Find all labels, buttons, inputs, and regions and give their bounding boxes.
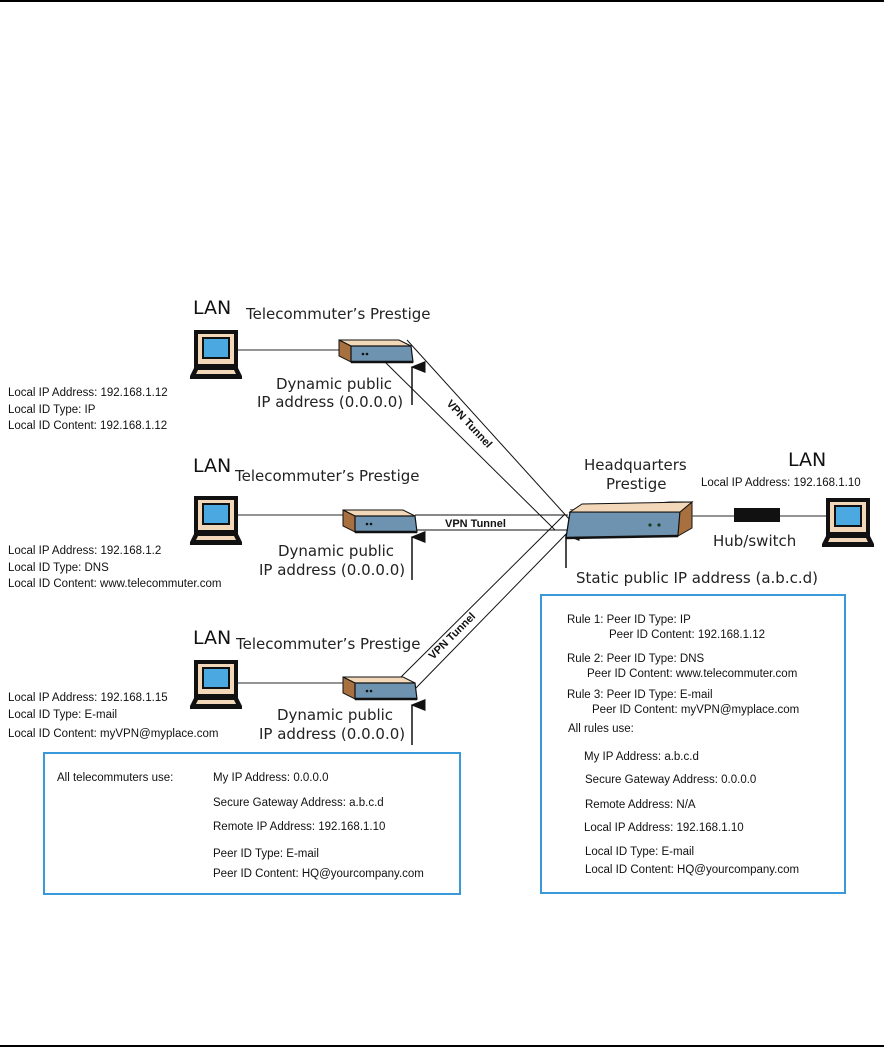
telecommuter-box-line: Peer ID Type: E-mail — [213, 848, 319, 860]
tunnel-label-2: VPN Tunnel — [445, 518, 506, 530]
device-label-1: Telecommuter’s Prestige — [246, 305, 431, 323]
telecommuter-box-line: Peer ID Content: HQ@yourcompany.com — [213, 868, 424, 880]
local-ip-1: Local IP Address: 192.168.1.12 — [8, 387, 168, 399]
tunnel-label-3: VPN Tunnel — [427, 611, 479, 663]
hq-box-line: Local ID Type: E-mail — [585, 846, 695, 858]
local-ip-3: Local IP Address: 192.168.1.15 — [8, 692, 168, 704]
public-ip-line2-2: IP address (0.0.0.0) — [259, 561, 406, 579]
laptop-icon-3 — [190, 660, 242, 709]
public-ip-line2-1: IP address (0.0.0.0) — [257, 393, 404, 411]
vpn-tunnel-1 — [384, 339, 571, 531]
local-id-content-1: Local ID Content: 192.168.1.12 — [8, 420, 168, 432]
hq-settings-box: Rule 1: Peer ID Type: IP Peer ID Content… — [540, 594, 846, 894]
hq-static-ip: Static public IP address (a.b.c.d) — [576, 569, 818, 587]
hub-switch-icon — [734, 508, 780, 522]
vpn-tunnel-2 — [415, 514, 568, 531]
page-top-rule — [0, 0, 884, 2]
hq-box-line: Remote Address: N/A — [585, 799, 696, 811]
hq-rule-type: Rule 3: Peer ID Type: E-mail — [567, 689, 713, 701]
laptop-icon-1 — [190, 330, 242, 379]
telecommuter-box-line: Remote IP Address: 192.168.1.10 — [213, 821, 386, 833]
hq-rule-content: Peer ID Content: 192.168.1.12 — [609, 629, 765, 641]
hq-rule-type: Rule 1: Peer ID Type: IP — [567, 614, 691, 626]
public-ip-line2-3: IP address (0.0.0.0) — [259, 725, 406, 743]
hq-box-line: Secure Gateway Address: 0.0.0.0 — [585, 774, 757, 786]
hq-all-rules-heading: All rules use: — [568, 723, 634, 735]
local-id-content-3: Local ID Content: myVPN@myplace.com — [8, 728, 219, 740]
local-id-type-1: Local ID Type: IP — [8, 404, 96, 416]
page-bottom-rule — [0, 1045, 884, 1047]
public-ip-line1-1: Dynamic public — [276, 375, 393, 393]
tunnel-label-1: VPN Tunnel — [444, 398, 494, 451]
local-id-content-2: Local ID Content: www.telecommuter.com — [8, 578, 222, 590]
lan-label-3: LAN — [193, 627, 232, 649]
hq-box-line: My IP Address: a.b.c.d — [584, 751, 699, 763]
hq-local-ip: Local IP Address: 192.168.1.10 — [701, 477, 861, 489]
telecommuter-settings-box: All telecommuters use: My IP Address: 0.… — [43, 752, 461, 895]
hq-rule-content: Peer ID Content: www.telecommuter.com — [587, 668, 798, 680]
hq-lan-label: LAN — [788, 449, 827, 471]
hq-box-line: Local ID Content: HQ@yourcompany.com — [585, 864, 800, 876]
router-icon-1 — [337, 338, 415, 364]
public-ip-line1-2: Dynamic public — [278, 542, 395, 560]
telecommuter-box-heading: All telecommuters use: — [57, 772, 174, 784]
router-icon-2 — [341, 508, 419, 534]
public-ip-line1-3: Dynamic public — [277, 706, 394, 724]
device-label-2: Telecommuter’s Prestige — [235, 467, 420, 485]
device-label-3: Telecommuter’s Prestige — [236, 635, 421, 653]
vpn-tunnel-3 — [399, 513, 571, 691]
lan-label-1: LAN — [193, 297, 232, 319]
hq-laptop-icon — [822, 498, 874, 547]
hq-box-line: Local IP Address: 192.168.1.10 — [584, 822, 744, 834]
telecommuter-box-line: My IP Address: 0.0.0.0 — [213, 772, 329, 784]
local-id-type-2: Local ID Type: DNS — [8, 562, 109, 574]
hub-switch-label: Hub/switch — [713, 532, 797, 550]
router-icon-3 — [341, 675, 419, 701]
local-ip-2: Local IP Address: 192.168.1.2 — [8, 545, 162, 557]
hq-device-label-line1: Headquarters — [584, 456, 687, 474]
hq-router-icon — [565, 500, 694, 540]
laptop-icon-2 — [190, 496, 242, 545]
telecommuter-box-line: Secure Gateway Address: a.b.c.d — [213, 797, 384, 809]
hq-rule-type: Rule 2: Peer ID Type: DNS — [567, 653, 705, 665]
hq-device-label-line2: Prestige — [606, 475, 667, 493]
local-id-type-3: Local ID Type: E-mail — [8, 709, 118, 721]
lan-label-2: LAN — [193, 455, 232, 477]
hq-rule-content: Peer ID Content: myVPN@myplace.com — [592, 704, 800, 716]
